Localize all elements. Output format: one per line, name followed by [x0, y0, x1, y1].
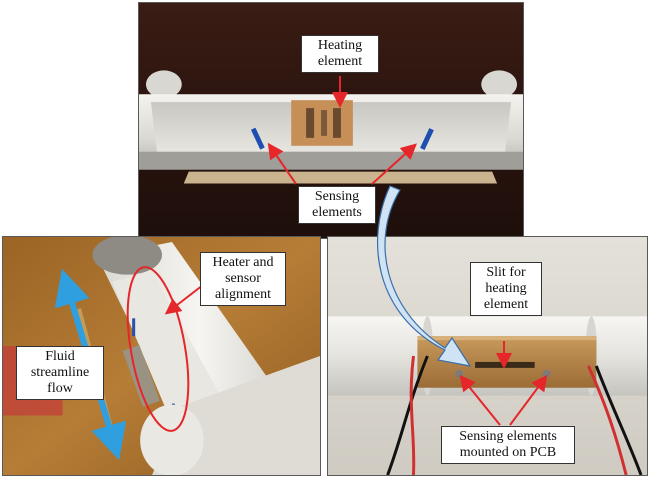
sensing-elements-label: Sensing elements	[298, 186, 376, 224]
slit-label-line3: element	[483, 297, 529, 312]
heating-label-line2: element	[317, 54, 363, 69]
fluid-streamline-flow-label: Fluid streamline flow	[16, 346, 104, 400]
alignment-label-line1: Heater and	[212, 255, 274, 270]
sensing-label-line2: elements	[312, 205, 362, 220]
pcb-label-line2: mounted on PCB	[459, 445, 557, 460]
heating-label-line1: Heating	[317, 38, 363, 53]
slit-heating-element-label: Slit for heating element	[470, 262, 542, 316]
slit-label-line2: heating	[485, 281, 527, 296]
heating-element-label: Heating element	[301, 35, 379, 73]
sensing-label-line1: Sensing	[314, 189, 360, 204]
pcb-label-line1: Sensing elements	[459, 429, 557, 444]
flow-label-line3: flow	[47, 381, 73, 396]
alignment-label-line2: sensor	[225, 271, 261, 286]
sensing-elements-pcb-label: Sensing elements mounted on PCB	[441, 426, 575, 464]
flow-label-line1: Fluid	[45, 349, 75, 364]
heater-sensor-alignment-label: Heater and sensor alignment	[200, 252, 286, 306]
alignment-label-line3: alignment	[215, 287, 271, 302]
flow-label-line2: streamline	[30, 365, 90, 380]
slit-label-line1: Slit for	[486, 265, 526, 280]
